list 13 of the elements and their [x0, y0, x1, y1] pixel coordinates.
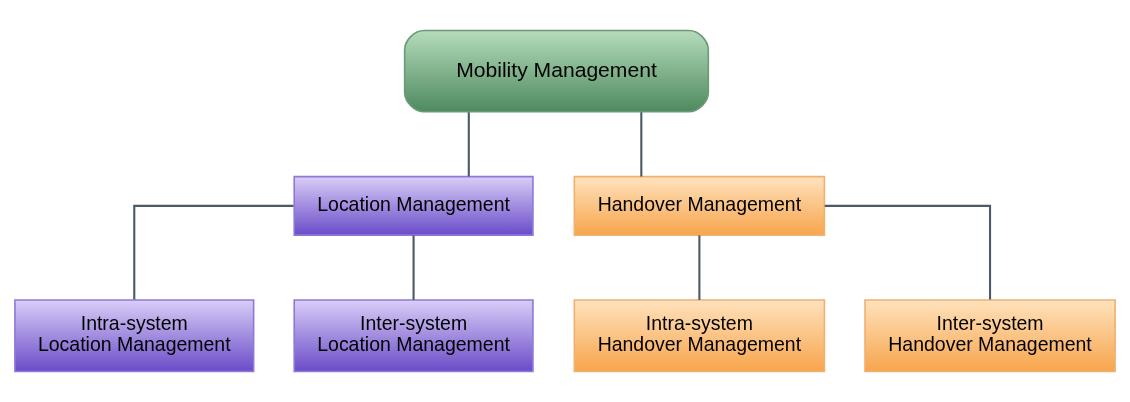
- node-box: Inter-system Location Management: [293, 299, 534, 373]
- node-box: Intra-system Handover Management: [573, 299, 826, 373]
- node-box: Mobility Management: [403, 29, 710, 113]
- node-box: Location Management: [293, 175, 534, 236]
- connector: [467, 112, 470, 177]
- node-box: Intra-system Location Management: [14, 299, 255, 373]
- connector: [412, 235, 415, 300]
- connector: [698, 235, 701, 300]
- node-box: Inter-system Handover Management: [864, 299, 1116, 373]
- connector: [133, 204, 294, 300]
- connector: [824, 204, 992, 300]
- connector: [640, 112, 643, 177]
- node-box: Handover Management: [573, 175, 826, 236]
